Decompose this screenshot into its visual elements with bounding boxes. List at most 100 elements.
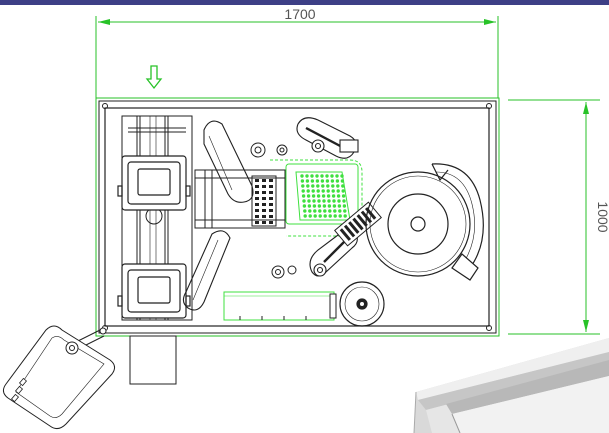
tray-cell bbox=[316, 194, 321, 198]
width-dimension-label: 1700 bbox=[284, 6, 315, 22]
tray-cell bbox=[331, 194, 336, 198]
tray-cell bbox=[337, 204, 342, 208]
tray-cell bbox=[328, 214, 332, 218]
outfeed-chute bbox=[129, 335, 177, 385]
tray-cell bbox=[325, 179, 330, 183]
rack-cell bbox=[269, 215, 273, 218]
tray-cell bbox=[341, 194, 346, 198]
tray-cell bbox=[315, 179, 320, 183]
tray-cell bbox=[338, 209, 342, 213]
tray-cell bbox=[325, 174, 329, 178]
carrier-block-lower bbox=[117, 263, 191, 319]
tray-cell bbox=[338, 214, 342, 218]
tray-cell bbox=[335, 174, 339, 178]
tray-cell bbox=[320, 179, 325, 183]
rack-cell bbox=[269, 197, 273, 200]
tray-cell bbox=[311, 194, 316, 198]
tray-cell bbox=[327, 204, 332, 208]
tray-cell bbox=[316, 184, 320, 188]
tray-cell bbox=[323, 214, 327, 218]
tray-cell bbox=[317, 204, 322, 208]
applicator-tooth bbox=[352, 217, 364, 231]
product-tray-cells bbox=[300, 174, 347, 218]
tray-cell bbox=[341, 184, 345, 188]
tray-cell bbox=[306, 194, 311, 198]
rack-cell bbox=[262, 221, 266, 224]
rack-cell bbox=[255, 179, 259, 182]
tray-cell bbox=[343, 214, 347, 218]
rack-cell bbox=[255, 185, 259, 188]
rack-dark bbox=[251, 175, 277, 227]
rack-cell bbox=[269, 203, 273, 206]
rack-cell bbox=[269, 221, 273, 224]
tray-cell bbox=[315, 174, 319, 178]
tray-cell bbox=[331, 189, 335, 193]
rack-cell bbox=[255, 197, 259, 200]
applicator-tooth bbox=[343, 224, 356, 238]
height-dimension-label: 1000 bbox=[595, 201, 609, 232]
tray-cell bbox=[301, 189, 305, 193]
tray-cell bbox=[333, 214, 337, 218]
applicator-tooth bbox=[348, 221, 360, 234]
rack-cell bbox=[262, 185, 266, 188]
tray-cell bbox=[300, 179, 305, 183]
tray-cell bbox=[305, 174, 309, 178]
rack-cell bbox=[255, 209, 259, 212]
tray-cell bbox=[343, 209, 347, 213]
tray-cell bbox=[342, 199, 346, 203]
tray-cell bbox=[301, 194, 306, 198]
tray-cell bbox=[326, 184, 330, 188]
tray-cell bbox=[312, 199, 316, 203]
rack-cell bbox=[269, 191, 273, 194]
tray-cell bbox=[331, 184, 335, 188]
tray-cell bbox=[311, 184, 315, 188]
carrier-block-upper bbox=[117, 155, 191, 211]
tray-cell bbox=[302, 199, 306, 203]
tray-cell bbox=[308, 214, 312, 218]
tray-cell bbox=[316, 189, 320, 193]
tray-cell bbox=[337, 199, 341, 203]
rack-cell bbox=[262, 215, 266, 218]
tray-cell bbox=[340, 179, 345, 183]
bottom-roller-unit bbox=[223, 291, 337, 321]
tray-cell bbox=[310, 174, 314, 178]
upper-guide-rail bbox=[203, 120, 254, 203]
label-reel bbox=[339, 281, 385, 327]
tray-cell bbox=[302, 204, 307, 208]
tray-cell bbox=[332, 199, 336, 203]
applicator-tooth bbox=[356, 214, 368, 227]
rack-cell bbox=[262, 197, 266, 200]
rack-cell bbox=[262, 179, 266, 182]
tray-cell bbox=[307, 199, 311, 203]
rack-cell bbox=[255, 215, 259, 218]
tray-cell bbox=[328, 209, 332, 213]
tray-cell bbox=[313, 214, 317, 218]
header-bar bbox=[0, 0, 609, 5]
width-dimension: 1700 bbox=[95, 6, 499, 98]
tray-cell bbox=[320, 174, 324, 178]
rack-cell bbox=[269, 185, 273, 188]
tray-cell bbox=[327, 199, 331, 203]
rack-cell bbox=[262, 191, 266, 194]
rack-cell bbox=[269, 179, 273, 182]
rack-cell bbox=[255, 191, 259, 194]
control-pendant bbox=[2, 325, 116, 430]
tray-cell bbox=[321, 184, 325, 188]
tray-cell bbox=[336, 189, 340, 193]
tray-cell bbox=[321, 189, 325, 193]
tray-cell bbox=[336, 194, 341, 198]
upper-arm-linkage bbox=[296, 117, 359, 159]
tray-cell bbox=[311, 189, 315, 193]
tray-cell bbox=[330, 179, 335, 183]
base-frame bbox=[95, 97, 500, 337]
applicator-tooth bbox=[339, 228, 352, 241]
tray-cell bbox=[307, 204, 312, 208]
tray-cell bbox=[318, 209, 322, 213]
tray-cell bbox=[313, 209, 317, 213]
lower-guide-rail bbox=[182, 230, 231, 311]
tray-cell bbox=[305, 179, 310, 183]
rack-cell bbox=[255, 221, 259, 224]
infeed-arrow-icon bbox=[145, 65, 163, 90]
tray-cell bbox=[336, 184, 340, 188]
